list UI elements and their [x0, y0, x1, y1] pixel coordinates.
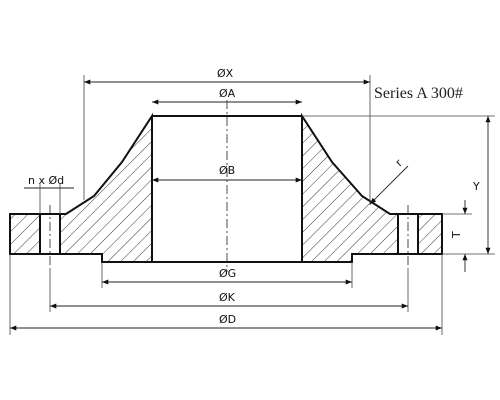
series-title: Series A 300# — [374, 85, 463, 102]
label-r: r — [393, 156, 406, 169]
label-y: Y — [472, 180, 480, 193]
label-holes: n x Ød — [28, 174, 64, 187]
label-x: ØX — [217, 67, 234, 80]
flange-section-left — [9, 112, 153, 263]
label-b: ØB — [219, 164, 235, 177]
label-g: ØG — [219, 267, 236, 280]
flange-section-right — [301, 112, 443, 263]
label-k: ØK — [219, 291, 236, 304]
label-t: T — [450, 231, 463, 239]
label-a: ØA — [219, 87, 236, 100]
label-d: ØD — [219, 313, 236, 326]
dim-line-r — [369, 165, 409, 205]
